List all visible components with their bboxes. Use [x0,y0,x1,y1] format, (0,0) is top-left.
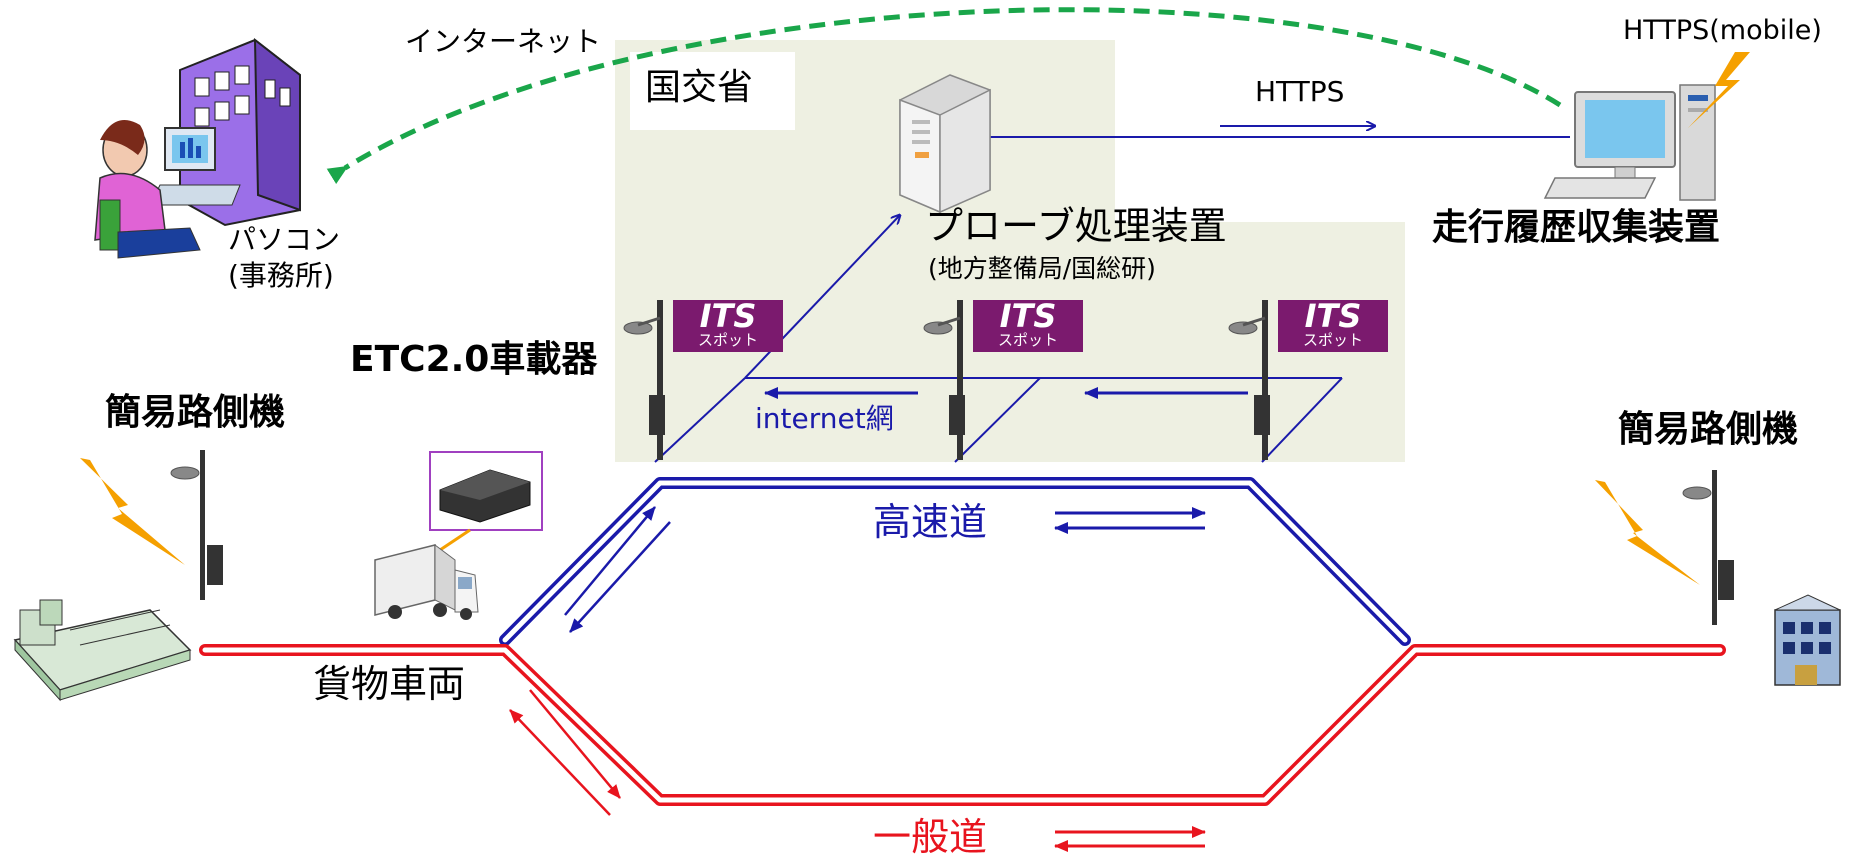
general-road [199,644,1726,806]
etc-device-icon [429,451,543,531]
collector-pc-icon [1543,84,1716,201]
expressway-ramp-arrow-up [564,506,656,616]
office-building-right-icon [1774,594,1841,686]
freight-label: 貨物車両 [313,662,466,706]
general-road-label: 一般道 [873,815,988,859]
probe-server-icon [899,74,991,214]
expressway-label: 高速道 [873,500,988,544]
https-label: HTTPS [1255,75,1345,108]
its-badge-title: ITS [699,297,757,335]
office-worker-icon [94,120,241,259]
simple-rsu-right [1682,470,1734,625]
general-ramp-arrow-up [509,709,611,816]
ministry-label: 国交省 [645,67,754,108]
simple-rsu-left [170,450,223,600]
probe-label: プローブ処理装置 [925,204,1227,248]
its-badge-sub: スポット [1302,331,1363,349]
its-spot-3 [1228,300,1388,460]
its-badge-sub: スポット [697,331,758,349]
truck-icon [374,544,479,620]
simple-rsu-left-label: 簡易路側機 [105,392,286,433]
general-ramp-arrow-down [529,689,621,799]
internet-arc [326,7,1562,185]
probe-sublabel: (地方整備局/国総研) [928,254,1156,283]
factory-icon [13,599,192,702]
internet-label: インターネット [405,25,602,58]
pc-sublabel: (事務所) [228,259,334,292]
office-building-icon [179,37,301,227]
internet-network [654,215,1343,463]
pc-label: パソコン [228,223,341,256]
its-badge-title: ITS [1304,297,1362,335]
collector-label: 走行履歴収集装置 [1432,207,1721,248]
https-mobile-label: HTTPS(mobile) [1623,15,1822,46]
internet-network-label: internet網 [755,402,894,435]
its-badge-sub: スポット [997,331,1058,349]
expressway-road [499,477,1411,646]
etc-label: ETC2.0車載器 [350,339,598,380]
lightning-icon [80,458,185,565]
its-spot-2 [923,300,1083,460]
expressway-ramp-arrow-down [569,521,671,633]
its-badge-title: ITS [999,297,1057,335]
lightning-icon [1595,480,1700,585]
its-spot-1 [623,300,783,460]
simple-rsu-right-label: 簡易路側機 [1618,409,1799,450]
